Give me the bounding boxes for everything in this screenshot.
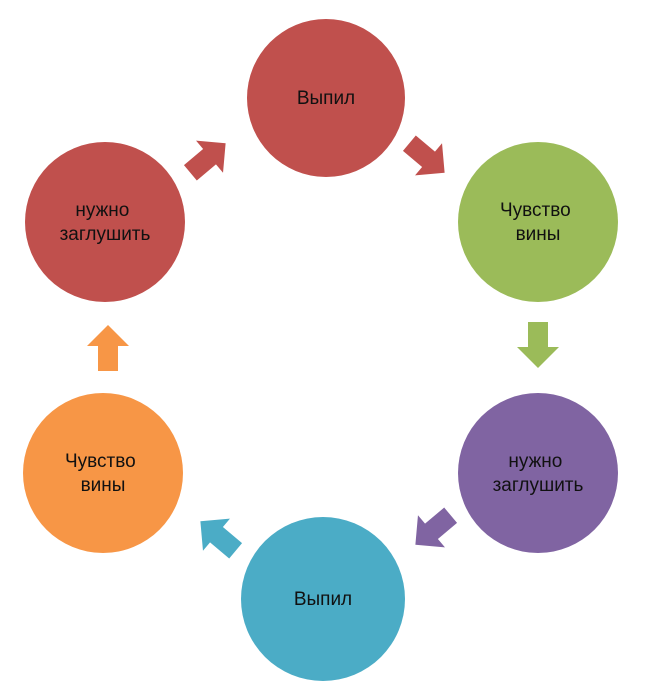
- node-lower-left: Чувство вины: [23, 393, 183, 553]
- arrow-top-to-upper-right: [402, 135, 445, 176]
- cycle-nodes: Выпил Чувство вины нужно заглушить Выпил: [23, 19, 618, 681]
- node-lower-right-label-line-2: заглушить: [493, 475, 584, 496]
- node-bottom-label: Выпил: [294, 589, 352, 610]
- arrow-bottom-to-lower-left: [200, 518, 243, 559]
- node-top: Выпил: [247, 19, 405, 177]
- node-upper-right: Чувство вины: [458, 142, 618, 302]
- svg-text:Выпил: Выпил: [297, 88, 355, 109]
- arrow-upper-left-to-top: [183, 140, 226, 181]
- node-upper-right-label-line-1: Чувство: [500, 200, 571, 221]
- node-upper-left-label-line-2: заглушить: [60, 224, 151, 245]
- node-bottom: Выпил: [241, 517, 405, 681]
- node-upper-right-label-line-2: вины: [516, 224, 561, 245]
- svg-text:Чувство вины: Чувство вины: [65, 451, 141, 496]
- arrow-lower-right-to-bottom: [415, 507, 458, 548]
- svg-text:нужно заглушить: нужно заглушить: [60, 200, 151, 245]
- svg-text:Чувство вины: Чувство вины: [500, 200, 576, 245]
- node-lower-right: нужно заглушить: [458, 393, 618, 553]
- arrow-lower-left-to-upper-left: [87, 325, 129, 371]
- node-top-label: Выпил: [297, 88, 355, 109]
- node-lower-right-label-line-1: нужно: [508, 451, 562, 472]
- node-lower-left-label-line-2: вины: [81, 475, 126, 496]
- node-upper-left: нужно заглушить: [25, 142, 185, 302]
- node-lower-left-label-line-1: Чувство: [65, 451, 136, 472]
- node-upper-left-label-line-1: нужно: [75, 200, 129, 221]
- arrow-upper-right-to-lower-right: [517, 322, 559, 368]
- svg-text:Выпил: Выпил: [294, 589, 352, 610]
- cycle-arrows: [87, 135, 559, 559]
- svg-text:нужно заглушить: нужно заглушить: [493, 451, 584, 496]
